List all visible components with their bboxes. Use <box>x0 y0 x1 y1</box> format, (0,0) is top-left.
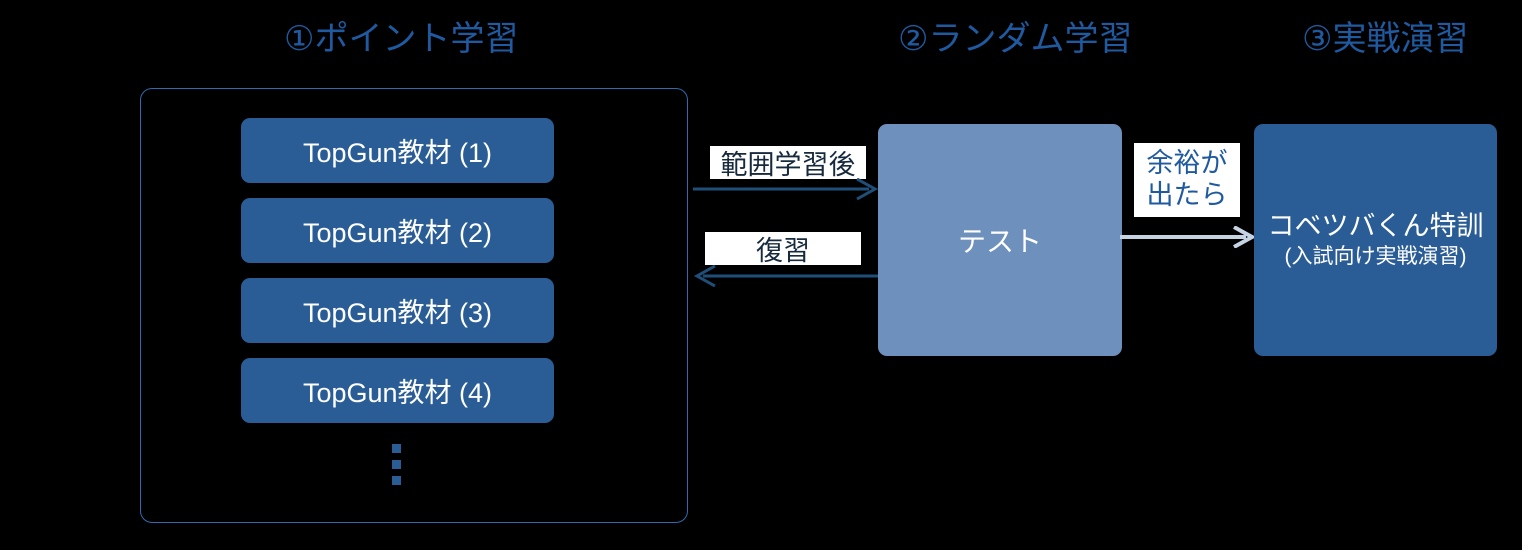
arrow-bonus-label-line2: 出たら <box>1146 180 1228 210</box>
stage1-group-container <box>140 88 688 523</box>
special-training-title: コベツバくん特訓 <box>1267 210 1484 241</box>
arrow-forward-right-icon <box>693 178 879 200</box>
arrow-bonus-label: 余裕が 出たら <box>1134 143 1240 217</box>
material-chip-2-label: TopGun教材 (2) <box>302 218 493 248</box>
heading-stage-3: ③実戦演習 <box>1302 20 1469 58</box>
arrow-back-left-icon <box>693 265 879 287</box>
arrow-back-label: 復習 <box>705 232 861 266</box>
special-training-box[interactable]: コベツバくん特訓 (入試向け実戦演習) <box>1254 124 1497 356</box>
arrow-bonus-right-icon <box>1120 226 1256 248</box>
ellipsis-dot-1 <box>392 444 401 453</box>
heading-stage-2: ②ランダム学習 <box>898 20 1133 58</box>
heading-stage-1: ①ポイント学習 <box>284 20 519 58</box>
arrow-forward-label: 範囲学習後 <box>710 146 866 180</box>
test-box-label: テスト <box>957 226 1042 257</box>
material-chip-4-label: TopGun教材 (4) <box>302 378 493 408</box>
material-chip-3[interactable]: TopGun教材 (3) <box>241 278 554 343</box>
vertical-ellipsis-icon <box>391 444 402 485</box>
ellipsis-dot-3 <box>392 476 401 485</box>
material-chip-2[interactable]: TopGun教材 (2) <box>241 198 554 263</box>
ellipsis-dot-2 <box>392 460 401 469</box>
material-chip-1-label: TopGun教材 (1) <box>302 138 493 168</box>
special-training-subtitle: (入試向け実戦演習) <box>1284 244 1467 268</box>
material-chip-4[interactable]: TopGun教材 (4) <box>241 358 554 423</box>
material-chip-3-label: TopGun教材 (3) <box>302 298 493 328</box>
test-box[interactable]: テスト <box>878 124 1122 356</box>
arrow-bonus-label-line1: 余裕が <box>1146 148 1228 179</box>
material-chip-1[interactable]: TopGun教材 (1) <box>241 118 554 183</box>
